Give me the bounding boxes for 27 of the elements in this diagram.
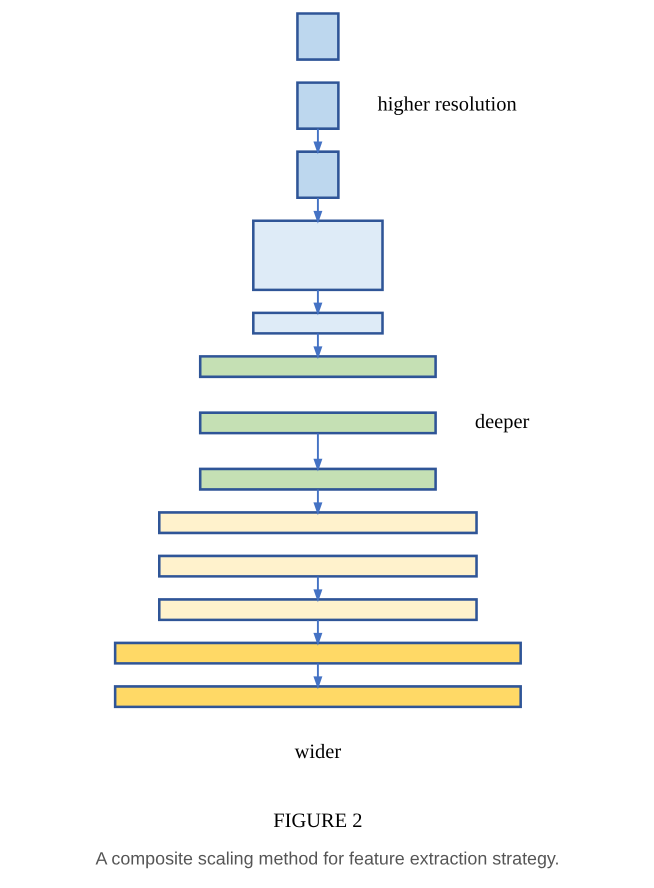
node-box (113, 685, 522, 708)
node-box (158, 554, 478, 578)
label: FIGURE 2 (272, 810, 362, 832)
arrow (312, 434, 322, 472)
arrow (312, 620, 322, 646)
arrow (312, 664, 322, 690)
caption: A composite scaling method for feature extraction strategy. (94, 848, 560, 868)
node-box (158, 511, 478, 534)
label: wider (294, 740, 341, 763)
node-box (296, 81, 340, 130)
node-box (198, 411, 436, 434)
node-box (296, 12, 340, 61)
arrow (312, 333, 322, 360)
node-box (198, 355, 436, 378)
node-box (252, 312, 384, 335)
label: higher resolution (377, 94, 516, 116)
node-box (296, 150, 340, 200)
arrow (312, 576, 322, 602)
node-box (158, 598, 478, 622)
arrow (312, 490, 322, 516)
arrow (312, 128, 322, 154)
node-box (252, 220, 384, 292)
node-box (198, 468, 436, 491)
label: deeper (474, 410, 529, 433)
arrow (312, 198, 322, 224)
node-box (113, 642, 522, 665)
arrow (312, 290, 322, 316)
